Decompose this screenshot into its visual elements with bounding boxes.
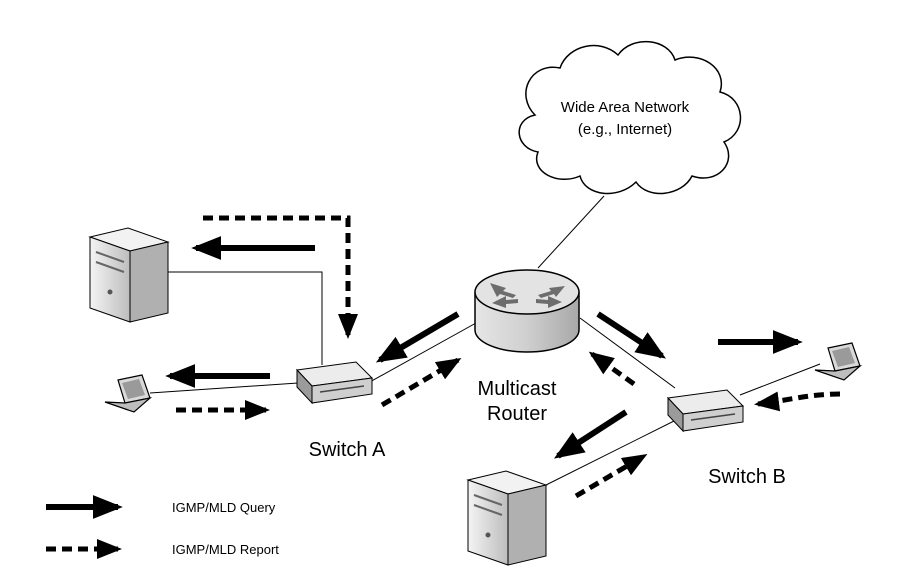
switch-a-ports xyxy=(319,385,365,393)
server-b-front xyxy=(467,479,509,566)
query-arrow-to-switch-b xyxy=(596,311,667,359)
cloud-title: Wide Area Network xyxy=(561,99,690,116)
router-label-line1: Multicast xyxy=(478,378,557,400)
switch-a-label: Switch A xyxy=(309,439,386,461)
cloud-shape xyxy=(518,41,742,195)
link-server-a-switch-a xyxy=(166,271,323,365)
query-arrow-to-server-b xyxy=(553,409,628,459)
legend-report-label: IGMP/MLD Report xyxy=(172,542,279,557)
laptop-b xyxy=(814,342,863,381)
server-b xyxy=(466,470,548,566)
connections xyxy=(149,195,821,489)
report-arrow-laptop-b-to-switch-b xyxy=(754,391,841,412)
laptop-a xyxy=(104,374,153,413)
link-switch-a-router xyxy=(367,322,477,384)
server-a xyxy=(88,227,170,323)
switch-b-label: Switch B xyxy=(708,466,786,488)
link-switch-b-laptop-b xyxy=(739,363,821,396)
switch-a-side xyxy=(296,368,313,405)
cloud-subtitle: (e.g., Internet) xyxy=(578,121,672,138)
legend: IGMP/MLD Query IGMP/MLD Report xyxy=(46,495,279,559)
link-laptop-a-switch-a xyxy=(149,382,299,394)
report-arrow-switch-a-to-router xyxy=(380,357,462,408)
laptop-b-base xyxy=(814,364,863,381)
server-b-side xyxy=(507,484,547,566)
legend-query-label: IGMP/MLD Query xyxy=(172,500,276,515)
multicast-router: Multicast Router xyxy=(474,269,580,425)
router-label-line2: Router xyxy=(487,403,547,425)
report-arrows xyxy=(176,215,841,499)
report-arrow-server-a-to-switch-a xyxy=(203,215,358,340)
router-top xyxy=(474,269,580,315)
router-arrows-icon xyxy=(490,283,565,308)
switch-a: Switch A xyxy=(295,361,386,461)
report-arrow-switch-b-to-router xyxy=(588,351,636,387)
query-arrows xyxy=(165,236,803,459)
link-switch-b-server-b xyxy=(539,417,681,489)
report-arrow-server-b-to-switch-b xyxy=(574,453,648,499)
laptop-a-base xyxy=(104,396,153,413)
query-arrow-to-switch-a xyxy=(375,311,460,363)
switch-b: Switch B xyxy=(666,389,786,488)
link-router-cloud xyxy=(537,195,605,269)
wan-cloud: Wide Area Network (e.g., Internet) xyxy=(518,41,742,195)
switch-b-side xyxy=(667,396,684,433)
server-a-front xyxy=(89,236,131,323)
server-a-side xyxy=(129,241,169,323)
switch-b-ports xyxy=(690,413,736,421)
link-router-switch-b xyxy=(579,317,676,389)
